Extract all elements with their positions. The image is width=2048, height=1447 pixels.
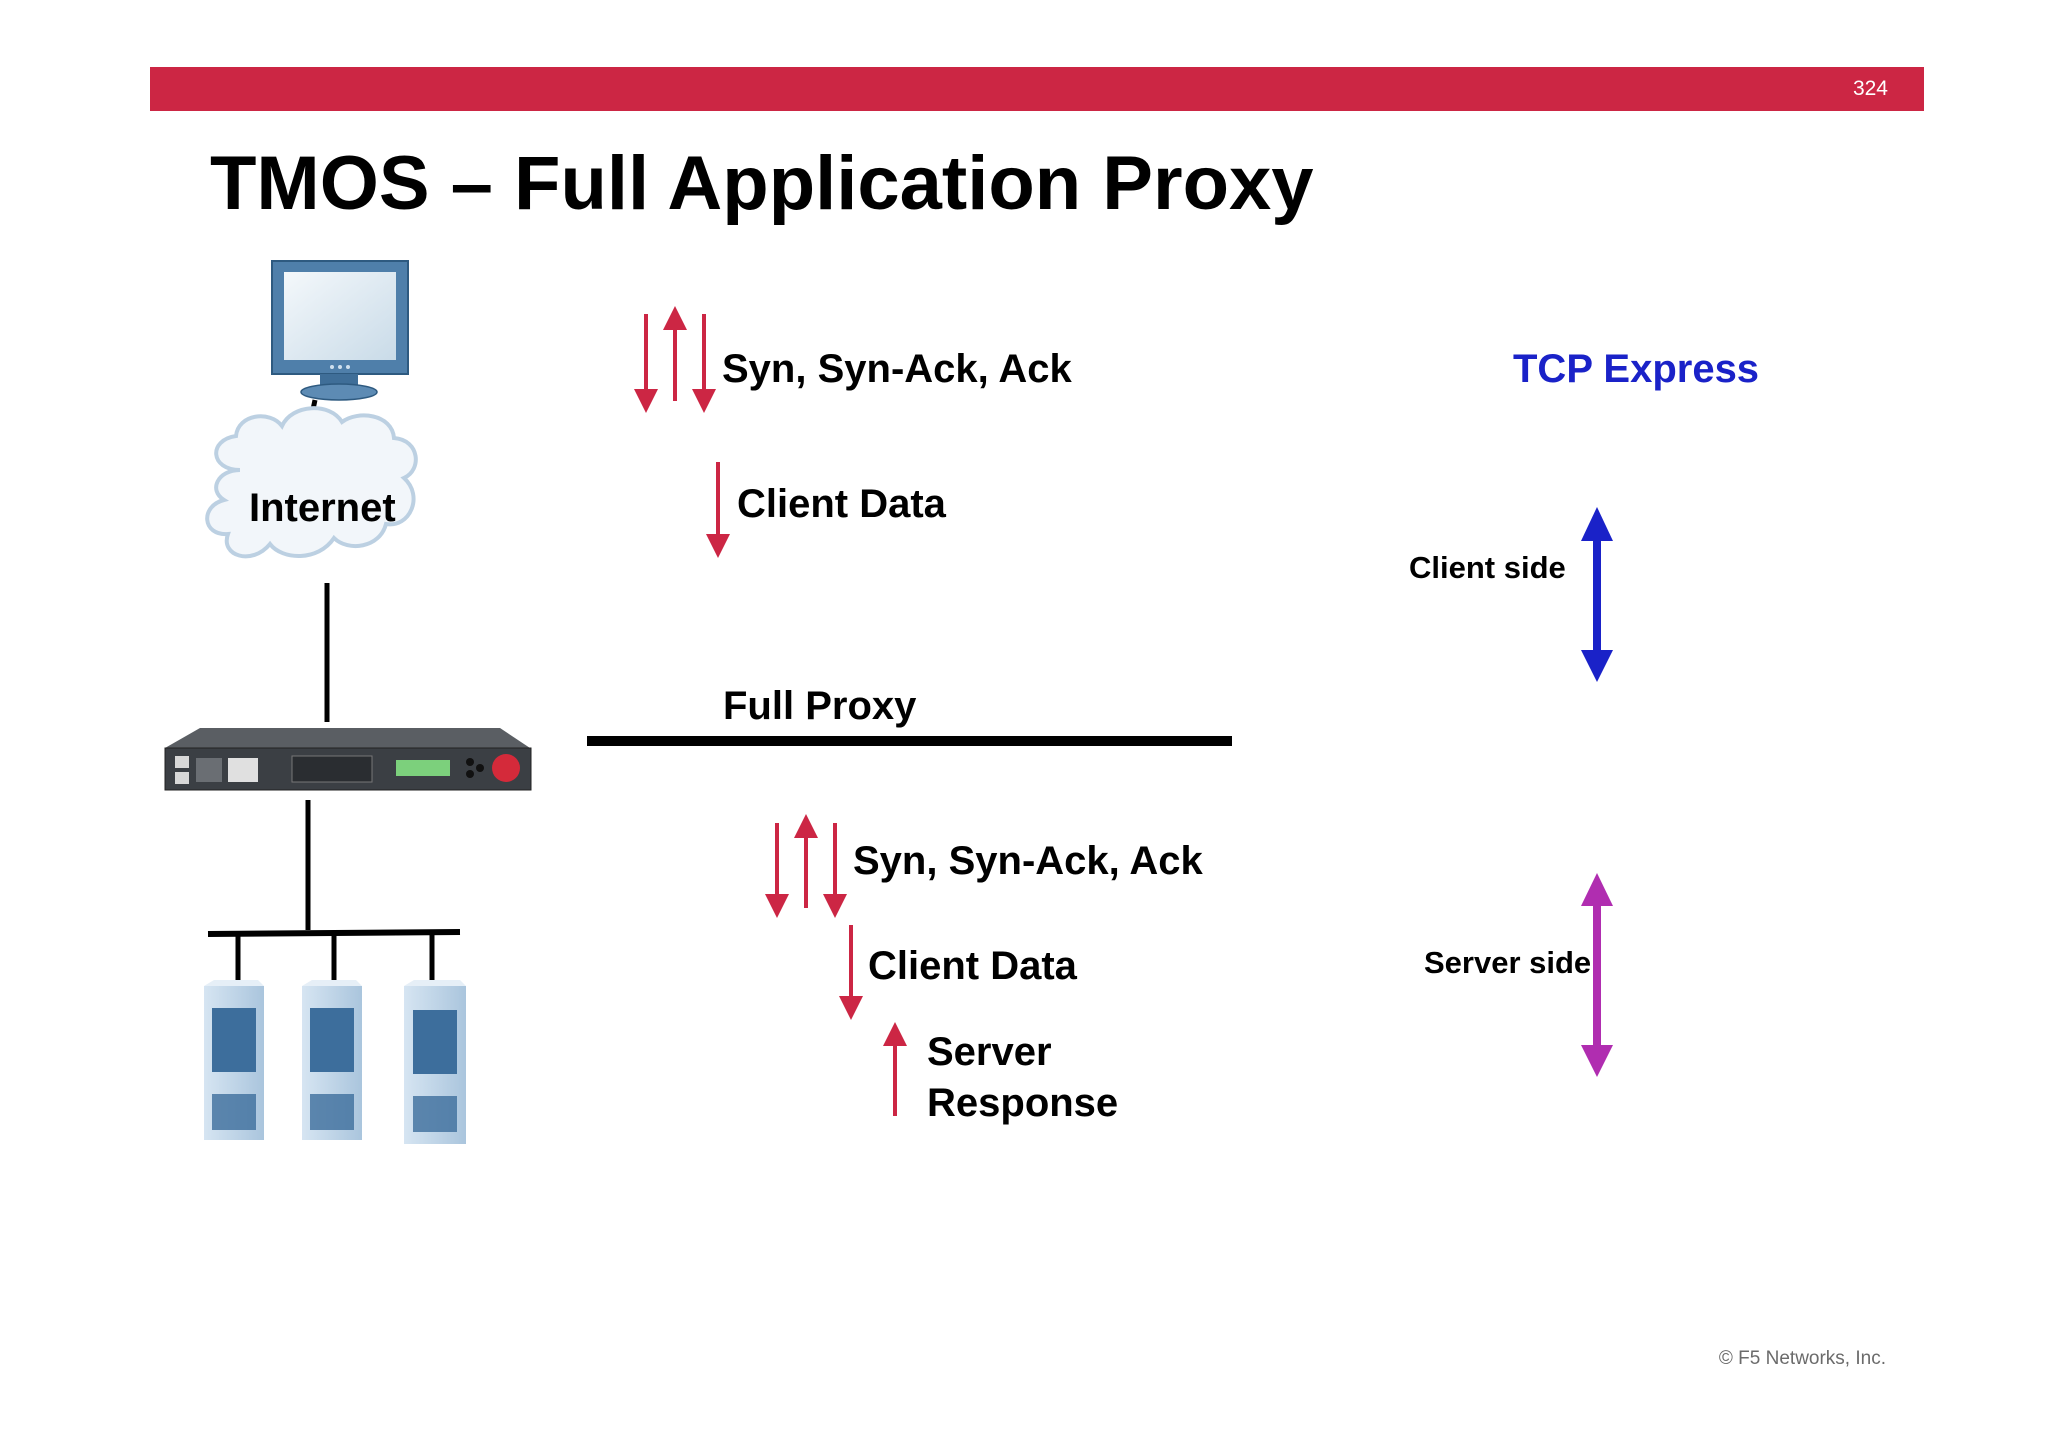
copyright-footer: © F5 Networks, Inc. (1718, 1348, 1886, 1369)
server-side-double-arrow (1581, 873, 1613, 1077)
server-icon (302, 980, 362, 1140)
load-balancer-appliance-icon (164, 728, 532, 791)
server-data-label: Client Data (868, 944, 1077, 988)
slide-number: 324 (1852, 77, 1888, 100)
tcp-express-heading: TCP Express (1513, 347, 1760, 391)
cloud-icon (205, 406, 418, 559)
client-handshake-label: Syn, Syn-Ack, Ack (722, 347, 1072, 391)
internet-label: Internet (249, 486, 396, 530)
client-side-label: Client side (1409, 550, 1566, 585)
full-proxy-label: Full Proxy (723, 684, 917, 728)
server-icon (404, 980, 466, 1144)
server-icon (204, 980, 264, 1140)
page-title: TMOS – Full Application Proxy (210, 141, 1314, 226)
client-data-label: Client Data (737, 482, 946, 526)
server-bus-line (207, 929, 461, 937)
server-side-label: Server side (1424, 945, 1592, 980)
server-response-line1: Server (927, 1030, 1052, 1074)
monitor-icon (271, 260, 409, 401)
header-bar: 324 (150, 67, 1924, 111)
client-side-double-arrow (1581, 507, 1613, 682)
server-handshake-label: Syn, Syn-Ack, Ack (853, 839, 1203, 883)
server-response-line2: Response (927, 1081, 1119, 1125)
